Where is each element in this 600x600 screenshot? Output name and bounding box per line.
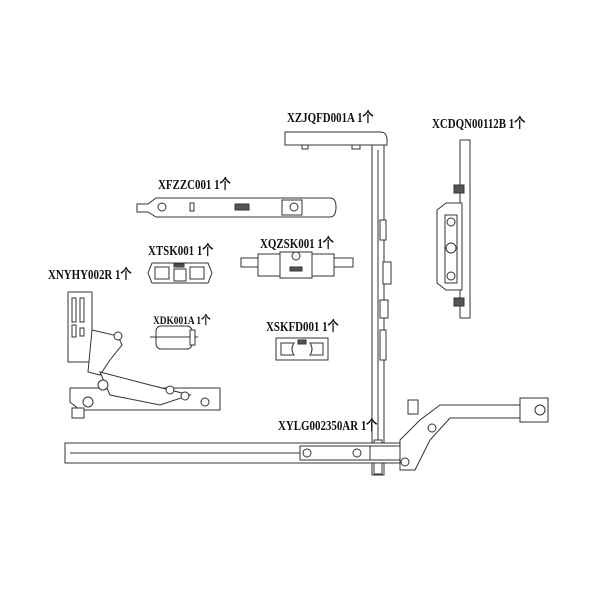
part-code: XDK001A	[153, 313, 195, 327]
part-label-xylg002350ar: XYLG002350AR 1个	[278, 415, 377, 435]
part-code: XQZSK001	[260, 237, 315, 252]
part-qty: 1个	[360, 419, 378, 434]
part-qty: 1个	[357, 111, 374, 126]
part-xzjqfd001a-drawing	[284, 131, 392, 476]
part-label-xskfd001: XSKFD001 1个	[266, 316, 339, 336]
part-label-xtsk001: XTSK001 1个	[148, 240, 213, 260]
part-code: XNYHY002R	[48, 268, 113, 283]
part-code: XYLG002350AR	[278, 419, 359, 434]
part-xcdqn00112b-drawing	[436, 139, 471, 319]
part-qty: 1个	[196, 313, 211, 327]
part-code: XZJQFD001A	[287, 111, 355, 126]
part-code: XTSK001	[148, 244, 195, 259]
part-label-xnyhy002r: XNYHY002R 1个	[48, 264, 131, 284]
part-label-xzjqfd001a: XZJQFD001A 1个	[287, 107, 373, 127]
part-xskfd001-drawing	[275, 337, 329, 361]
part-code: XSKFD001	[266, 320, 320, 335]
part-label-xfzzc001: XFZZC001 1个	[158, 174, 231, 194]
part-label-xcdqn00112b: XCDQN00112B 1个	[432, 113, 525, 133]
part-code: XFZZC001	[158, 178, 212, 193]
part-label-xdk001a: XDK001A 1个	[153, 311, 210, 328]
part-xnyhy002r-drawing	[67, 291, 221, 419]
part-code: XCDQN00112B	[432, 117, 507, 132]
part-qty: 1个	[322, 320, 339, 335]
part-xdk001a-drawing	[150, 325, 198, 350]
part-qty: 1个	[317, 237, 334, 252]
part-qty: 1个	[508, 117, 526, 132]
part-qty: 1个	[115, 268, 132, 283]
part-label-xqzsk001: XQZSK001 1个	[260, 233, 334, 253]
part-qty: 1个	[214, 178, 231, 193]
part-xqzsk001-drawing	[240, 251, 354, 279]
part-qty: 1个	[196, 244, 214, 259]
part-xtsk001-drawing	[147, 262, 213, 284]
part-xylg002350ar-drawing	[64, 397, 549, 471]
part-xfzzc001-drawing	[136, 197, 337, 218]
